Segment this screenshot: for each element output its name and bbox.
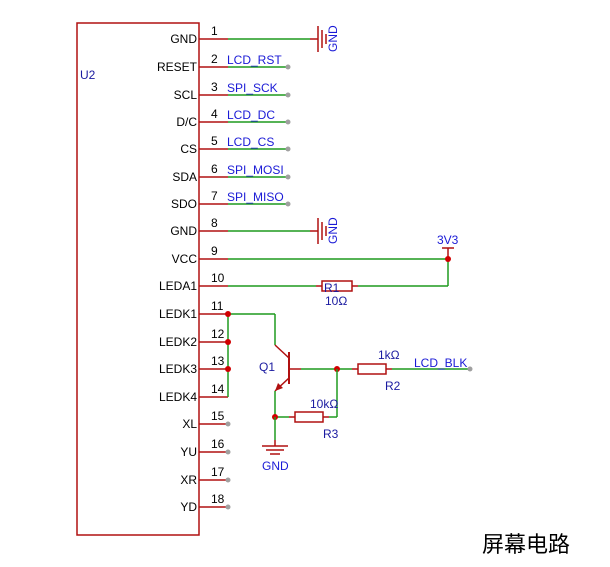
pin-num-1: 1 [211,24,218,38]
pin-row-8: GND 8 [170,216,228,238]
pin-name-4: D/C [176,115,197,129]
gnd-symbol-mid: GND [228,217,340,244]
net-pin6: SPI_MOSI [227,163,291,180]
r2-ref: R2 [385,379,401,393]
pin-row-17: XR 17 [180,465,231,487]
pin-name-1: GND [170,32,197,46]
diagram-caption: 屏幕电路 [482,533,570,558]
power-label-3v3: 3V3 [437,233,459,247]
pin-row-2: RESET 2 [157,52,228,74]
net-pin7: SPI_MISO [227,190,291,207]
r2-value: 1kΩ [378,348,400,362]
gnd-label-top: GND [326,25,340,52]
pin-name-14: LEDK4 [159,390,197,404]
resistor-r2: 1kΩ R2 LCD_BLK [352,348,473,393]
pin-row-9: VCC 9 [172,244,228,266]
net-label-lcd-rst: LCD_RST [227,53,282,67]
pin-num-14: 14 [211,382,225,396]
pin-row-15: XL 15 [182,409,231,431]
pin-num-15: 15 [211,409,225,423]
pin-row-7: SDO 7 [171,189,228,211]
chip-body [76,22,200,536]
net-pin5: LCD_CS [227,135,291,152]
net-label-lcd-blk: LCD_BLK [414,356,467,370]
transistor-q1: Q1 [259,344,301,417]
pin-name-17: XR [180,473,197,487]
r3-ref: R3 [323,427,339,441]
pin-name-3: SCL [174,88,198,102]
pin-name-18: YD [180,500,197,514]
gnd-label-mid: GND [326,217,340,244]
q1-ref: Q1 [259,360,275,374]
pin-row-4: D/C 4 [176,107,228,129]
pin-name-9: VCC [172,252,198,266]
pin-num-11: 11 [211,299,224,313]
net-label-spi-sck: SPI_SCK [227,81,278,95]
pin-num-10: 10 [211,271,225,285]
pin-row-1: GND 1 [170,24,228,46]
pin-name-15: XL [182,417,197,431]
pin-num-9: 9 [211,244,218,258]
pin-name-16: YU [180,445,197,459]
pin-num-2: 2 [211,52,218,66]
resistor-r1: R1 10Ω [228,280,448,308]
pin-row-16: YU 16 [180,437,231,459]
pin-name-2: RESET [157,60,198,74]
gnd-symbol-bottom: GND [262,417,289,473]
net-label-spi-miso: SPI_MISO [227,190,284,204]
power-3v3: 3V3 [228,233,459,286]
base-network [301,366,352,417]
pin-row-5: CS 5 [180,134,228,156]
pin-row-6: SDA 6 [172,162,228,184]
net-pin4: LCD_DC [227,108,291,125]
pin-num-3: 3 [211,80,218,94]
pin-num-17: 17 [211,465,225,479]
pin-row-11: LEDK1 11 [159,299,228,321]
pin-name-8: GND [170,224,197,238]
chip-ref: U2 [80,68,96,82]
pin-row-18: YD 18 [180,492,231,514]
pin-row-10: LEDA1 10 [159,271,228,293]
resistor-r3: 10kΩ R3 [272,397,339,441]
pin-row-12: LEDK2 12 [159,327,228,349]
r1-ref: R1 [324,281,340,295]
ledk-bus [225,311,276,397]
pin-name-6: SDA [172,170,197,184]
pin-num-12: 12 [211,327,225,341]
pin-row-13: LEDK3 13 [159,354,228,376]
pin-num-16: 16 [211,437,225,451]
pin-num-7: 7 [211,189,218,203]
pin-name-11: LEDK1 [159,307,197,321]
pin-num-18: 18 [211,492,225,506]
pin-num-5: 5 [211,134,218,148]
pin-num-4: 4 [211,107,218,121]
pin-num-6: 6 [211,162,218,176]
net-label-lcd-dc: LCD_DC [227,108,275,122]
r3-value: 10kΩ [310,397,338,411]
net-pin3: SPI_SCK [227,81,291,98]
r1-value: 10Ω [325,294,347,308]
net-label-spi-mosi: SPI_MOSI [227,163,284,177]
pin-num-13: 13 [211,354,225,368]
pin-num-8: 8 [211,216,218,230]
pin-name-10: LEDA1 [159,279,197,293]
pin-name-7: SDO [171,197,197,211]
pin-name-5: CS [180,142,197,156]
gnd-symbol-top: GND [228,25,340,52]
gnd-label-bottom: GND [262,459,289,473]
pin-name-12: LEDK2 [159,335,197,349]
pin-row-14: LEDK4 14 [159,382,228,404]
net-pin2: LCD_RST [227,53,291,70]
pin-name-13: LEDK3 [159,362,197,376]
pin-row-3: SCL 3 [174,80,228,102]
net-label-lcd-cs: LCD_CS [227,135,274,149]
